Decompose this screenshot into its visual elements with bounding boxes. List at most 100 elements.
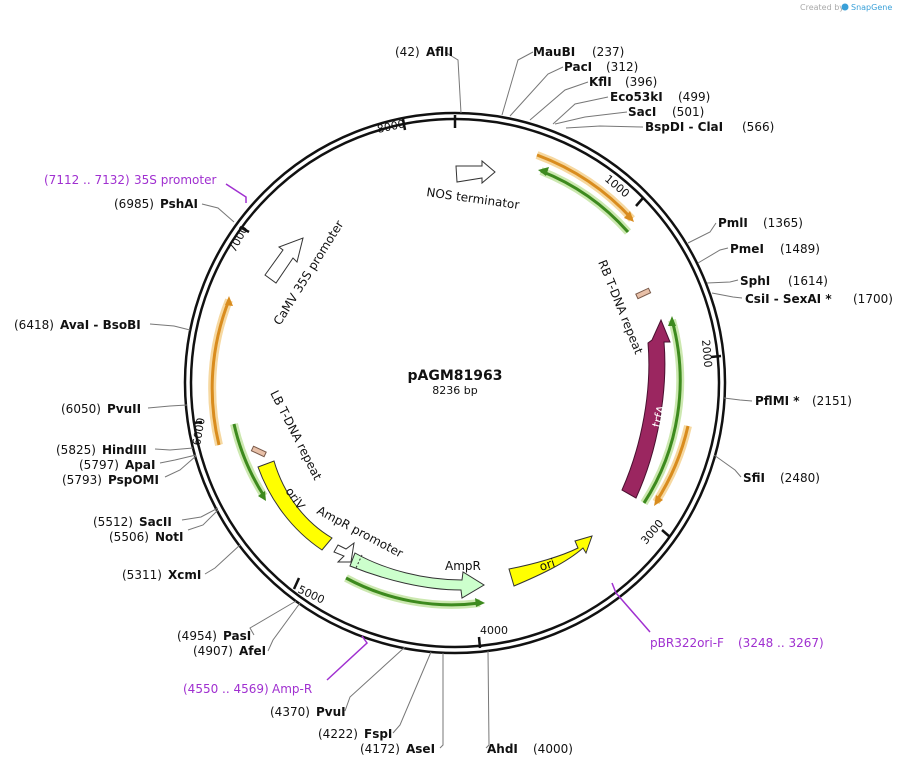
svg-text:(5797): (5797) bbox=[79, 458, 119, 472]
svg-text:(312): (312) bbox=[606, 60, 638, 74]
primer-pbr322ori-f: pBR322ori-F (3248 .. 3267) bbox=[611, 582, 824, 650]
svg-text:(5825): (5825) bbox=[56, 443, 96, 457]
restriction-site-pvuii: (6050) PvuII bbox=[61, 402, 141, 416]
restriction-site-csii-sexai: CsiI - SexAI * (1700) bbox=[745, 292, 893, 306]
restriction-site-afei: (4907) AfeI bbox=[193, 644, 266, 658]
tick-label-2000: 2000 bbox=[699, 339, 714, 368]
svg-text:ori: ori bbox=[538, 556, 557, 574]
restriction-site-hindiii: (5825) HindIII bbox=[56, 443, 147, 457]
svg-text:(396): (396) bbox=[625, 75, 657, 89]
svg-text:(1365): (1365) bbox=[763, 216, 803, 230]
plasmid-size: 8236 bp bbox=[432, 384, 477, 397]
svg-text:(4172): (4172) bbox=[360, 742, 400, 756]
svg-text:SacI: SacI bbox=[628, 105, 656, 119]
feature-camv-35s-promoter: CaMV 35S promoter bbox=[264, 218, 346, 328]
svg-text:(5512): (5512) bbox=[93, 515, 133, 529]
svg-text:(5793): (5793) bbox=[62, 473, 102, 487]
restriction-site-xcmi: (5311) XcmI bbox=[122, 568, 201, 582]
svg-text:(7112 .. 7132): (7112 .. 7132) bbox=[44, 173, 130, 187]
tick-label-7000: 7000 bbox=[226, 224, 251, 255]
svg-text:(4370): (4370) bbox=[270, 705, 310, 719]
svg-text:PshAI: PshAI bbox=[160, 197, 198, 211]
svg-text:PflMI *: PflMI * bbox=[755, 394, 800, 408]
svg-text:(1489): (1489) bbox=[780, 242, 820, 256]
svg-text:(1700): (1700) bbox=[853, 292, 893, 306]
snapgene-brand: SnapGene bbox=[851, 3, 892, 12]
tick-label-3000: 3000 bbox=[638, 517, 666, 547]
restriction-site-maubi: MauBI(237) bbox=[533, 45, 624, 59]
svg-text:trfA: trfA bbox=[649, 403, 668, 429]
created-by-text: Created by bbox=[800, 3, 844, 12]
svg-text:(501): (501) bbox=[672, 105, 704, 119]
restriction-site-pmei: PmeI(1489) bbox=[730, 242, 820, 256]
restriction-site-sfii: SfiI(2480) bbox=[743, 471, 820, 485]
svg-text:(4550 .. 4569): (4550 .. 4569) bbox=[183, 682, 269, 696]
plasmid-name: pAGM81963 bbox=[408, 368, 503, 384]
svg-text:ApaI: ApaI bbox=[125, 458, 155, 472]
svg-text:AmpR promoter: AmpR promoter bbox=[315, 503, 406, 560]
svg-text:AseI: AseI bbox=[406, 742, 435, 756]
svg-text:(6050): (6050) bbox=[61, 402, 101, 416]
feature-ampr: AmpR bbox=[349, 552, 485, 599]
svg-text:AfeI: AfeI bbox=[239, 644, 266, 658]
svg-text:XcmI: XcmI bbox=[168, 568, 201, 582]
restriction-site-apai: (5797) ApaI bbox=[79, 458, 155, 472]
svg-text:RB T-DNA repeat: RB T-DNA repeat bbox=[595, 258, 646, 357]
svg-text:AflII: AflII bbox=[426, 45, 453, 59]
svg-text:(237): (237) bbox=[592, 45, 624, 59]
svg-text:(4907): (4907) bbox=[193, 644, 233, 658]
feature-ampr-promoter: AmpR promoter bbox=[315, 503, 406, 563]
feature-trfa: trfA bbox=[621, 318, 671, 499]
svg-text:SphI: SphI bbox=[740, 274, 770, 288]
svg-text:pBR322ori-F: pBR322ori-F bbox=[650, 636, 724, 650]
svg-text:SacII: SacII bbox=[139, 515, 172, 529]
site-leader-lines bbox=[147, 51, 753, 749]
restriction-site-noti: (5506)NotI bbox=[109, 530, 184, 544]
svg-text:(6985): (6985) bbox=[114, 197, 154, 211]
restriction-site-fspi: (4222) FspI bbox=[318, 727, 392, 741]
restriction-site-sacii: (5512) SacII bbox=[93, 515, 172, 529]
restriction-site-pflmi: PflMI *(2151) bbox=[755, 394, 852, 408]
svg-text:(4954): (4954) bbox=[177, 629, 217, 643]
svg-text:(5311): (5311) bbox=[122, 568, 162, 582]
restriction-site-sphi: SphI (1614) bbox=[740, 274, 828, 288]
svg-text:(1614): (1614) bbox=[788, 274, 828, 288]
snapgene-logo-icon bbox=[841, 3, 849, 11]
svg-text:(566): (566) bbox=[742, 120, 774, 134]
svg-text:SfiI: SfiI bbox=[743, 471, 765, 485]
svg-text:Amp-R: Amp-R bbox=[272, 682, 312, 696]
tick-marks bbox=[192, 115, 722, 649]
svg-text:FspI: FspI bbox=[364, 727, 392, 741]
primer-amp-r: (4550 .. 4569) Amp-R bbox=[183, 635, 368, 696]
svg-text:KflI: KflI bbox=[589, 75, 612, 89]
svg-text:(5506): (5506) bbox=[109, 530, 149, 544]
svg-text:(4222): (4222) bbox=[318, 727, 358, 741]
restriction-site-paci: PacI(312) bbox=[564, 60, 638, 74]
restriction-site-saci: SacI (501) bbox=[628, 105, 704, 119]
svg-text:HindIII: HindIII bbox=[102, 443, 147, 457]
svg-text:PvuI: PvuI bbox=[316, 705, 346, 719]
restriction-site-pshai: (6985) PshAI bbox=[114, 197, 198, 211]
svg-text:(4000): (4000) bbox=[533, 742, 573, 756]
restriction-site-asei: (4172) AseI bbox=[360, 742, 435, 756]
restriction-site-pvui-4370: (4370) PvuI bbox=[270, 705, 346, 719]
svg-text:35S promoter: 35S promoter bbox=[134, 173, 216, 187]
svg-text:PmlI: PmlI bbox=[718, 216, 748, 230]
svg-text:PvuII: PvuII bbox=[107, 402, 141, 416]
restriction-site-ahdi: AhdI(4000) bbox=[487, 742, 573, 756]
restriction-site-avai-bsobi: (6418)AvaI - BsoBI bbox=[14, 318, 141, 332]
svg-text:AvaI - BsoBI: AvaI - BsoBI bbox=[60, 318, 141, 332]
tick-label-8000: 8000 bbox=[376, 117, 406, 136]
feature-rb-t-dna-repeat: RB T-DNA repeat bbox=[595, 258, 652, 357]
restriction-site-pmli: PmlI (1365) bbox=[718, 216, 803, 230]
orf-arcs bbox=[208, 151, 692, 609]
svg-text:PspOMI: PspOMI bbox=[108, 473, 159, 487]
tick-label-6000: 6000 bbox=[190, 417, 208, 447]
svg-text:(42): (42) bbox=[395, 45, 420, 59]
restriction-site-aflii: (42) AflII bbox=[395, 45, 453, 59]
svg-text:BspDI - ClaI: BspDI - ClaI bbox=[645, 120, 723, 134]
restriction-site-bspdi-clai: BspDI - ClaI (566) bbox=[645, 120, 774, 134]
svg-text:CsiI - SexAI *: CsiI - SexAI * bbox=[745, 292, 832, 306]
feature-ori: ori bbox=[508, 535, 593, 587]
